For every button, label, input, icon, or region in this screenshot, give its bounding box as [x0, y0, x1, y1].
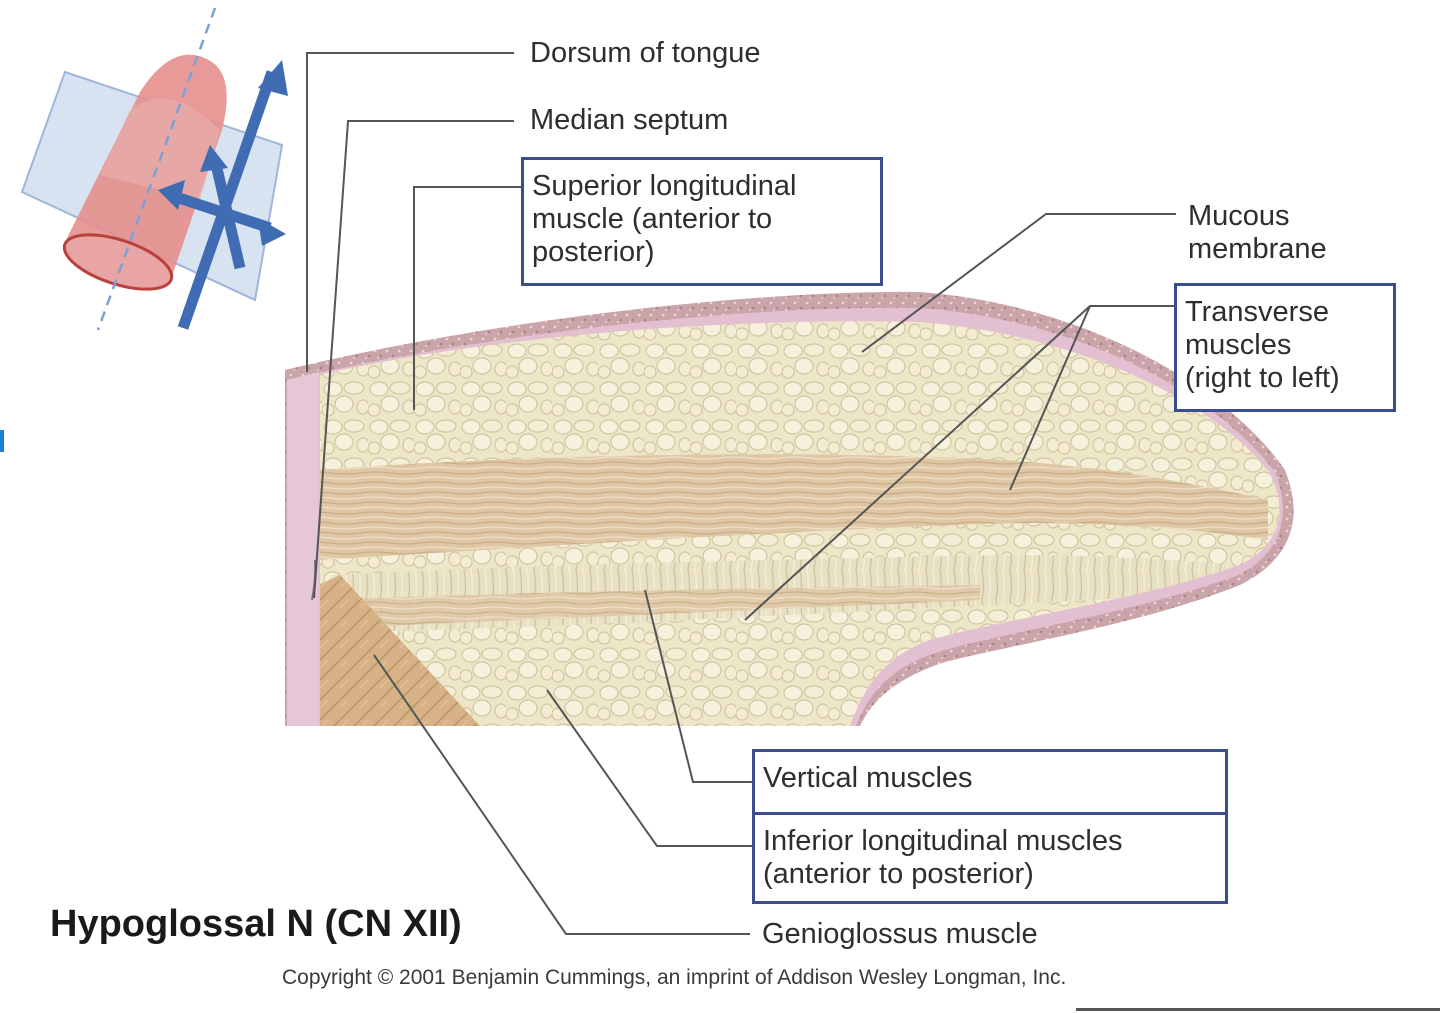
label-mucous-membrane-line-2: membrane [1188, 233, 1327, 265]
box-superior-line-2: muscle (anterior to [532, 203, 773, 235]
label-dorsum-of-tongue: Dorsum of tongue [530, 37, 761, 69]
orientation-icon [20, 7, 288, 331]
box-vertical-muscles: Vertical muscles [752, 749, 1228, 815]
box-transverse-line-3: (right to left) [1185, 362, 1340, 394]
bottom-rule [1076, 1008, 1440, 1011]
box-superior-line-1: Superior longitudinal [532, 170, 797, 202]
box-vertical-line-1: Vertical muscles [763, 762, 973, 794]
tongue-cross-section [285, 291, 1294, 726]
copyright-notice: Copyright © 2001 Benjamin Cummings, an i… [282, 966, 1067, 989]
label-mucous-membrane: Mucous membrane [1188, 200, 1327, 266]
box-transverse-line-1: Transverse [1185, 296, 1329, 328]
leader-lines [306, 52, 1176, 935]
box-transverse: Transverse muscles (right to left) [1174, 283, 1396, 412]
box-transverse-line-2: muscles [1185, 329, 1292, 361]
caption-hypoglossal-nerve: Hypoglossal N (CN XII) [50, 903, 462, 945]
edge-marker [0, 430, 4, 452]
label-mucous-membrane-line-1: Mucous [1188, 200, 1290, 232]
box-superior-line-3: posterior) [532, 236, 655, 268]
box-inferior-line-2: (anterior to posterior) [763, 858, 1034, 890]
label-genioglossus-muscle: Genioglossus muscle [762, 918, 1038, 950]
box-inferior-longitudinal: Inferior longitudinal muscles (anterior … [752, 812, 1228, 904]
box-inferior-line-1: Inferior longitudinal muscles [763, 825, 1123, 857]
box-superior-longitudinal: Superior longitudinal muscle (anterior t… [521, 157, 883, 286]
label-median-septum: Median septum [530, 104, 729, 136]
